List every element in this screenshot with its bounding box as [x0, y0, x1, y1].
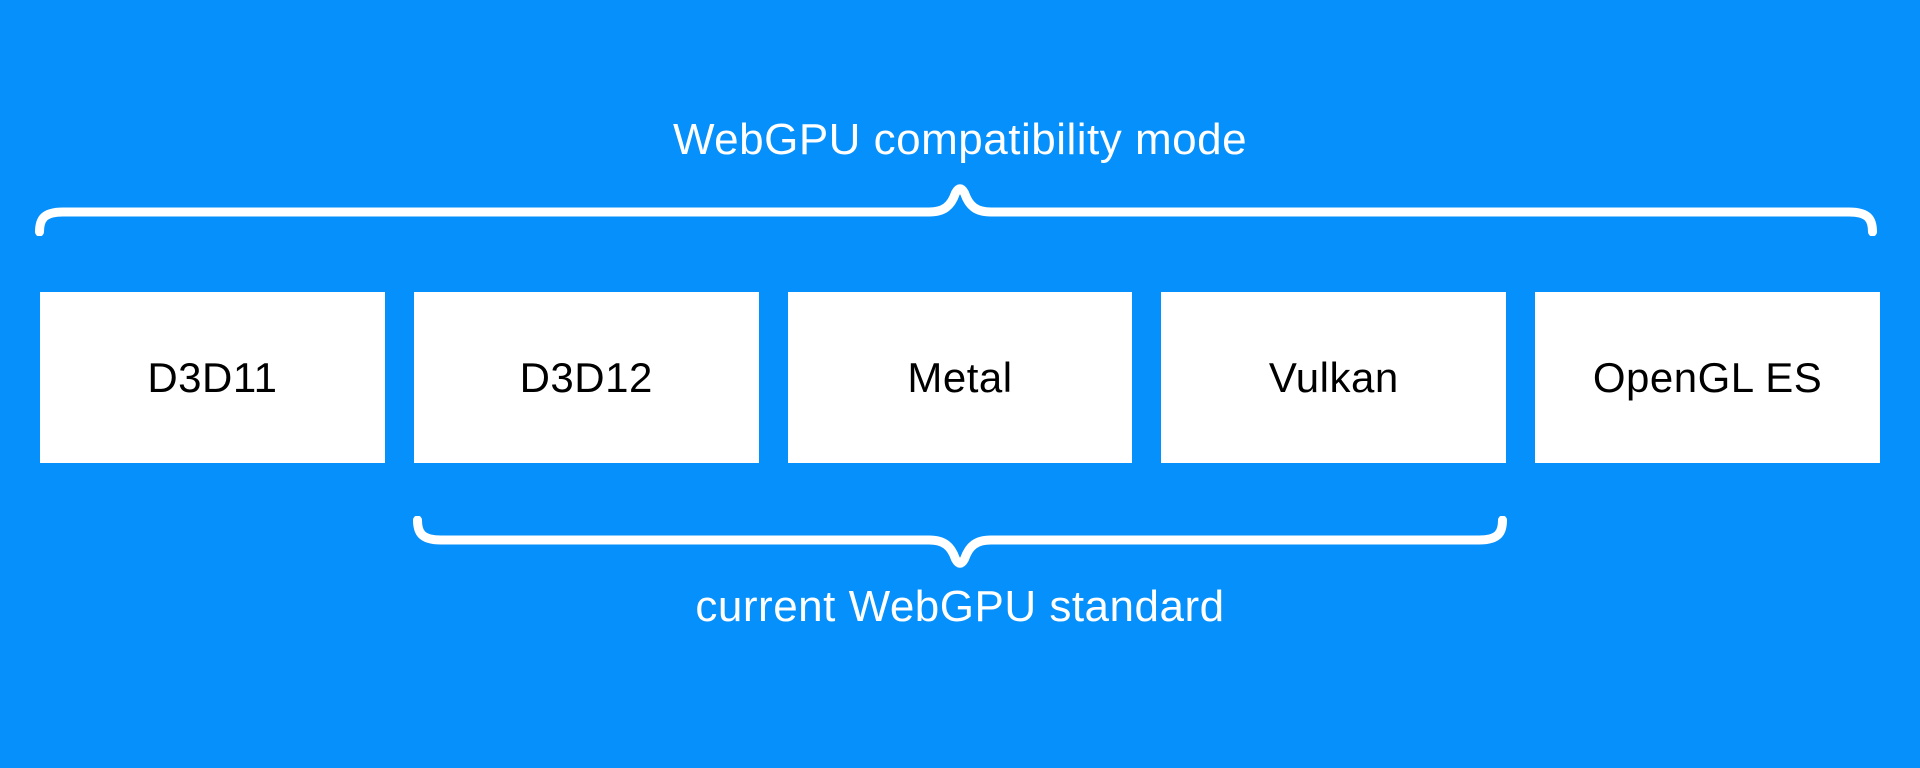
bottom-brace	[413, 516, 1507, 568]
api-box-d3d11: D3D11	[40, 292, 385, 463]
api-box-label: Metal	[907, 353, 1013, 401]
api-box-label: OpenGL ES	[1592, 353, 1823, 401]
api-box-d3d12: D3D12	[413, 292, 759, 463]
api-box-metal: Metal	[787, 292, 1133, 463]
api-box-vulkan: Vulkan	[1161, 292, 1507, 463]
api-box-row: D3D11 D3D12 Metal Vulkan OpenGL ES	[40, 292, 1880, 463]
top-brace	[35, 184, 1877, 236]
api-box-opengl-es: OpenGL ES	[1535, 292, 1880, 463]
top-brace-label: WebGPU compatibility mode	[672, 115, 1248, 164]
api-box-label: D3D11	[147, 353, 278, 401]
api-box-label: D3D12	[519, 353, 653, 401]
api-box-label: Vulkan	[1268, 353, 1399, 401]
bottom-brace-label: current WebGPU standard	[695, 582, 1225, 631]
